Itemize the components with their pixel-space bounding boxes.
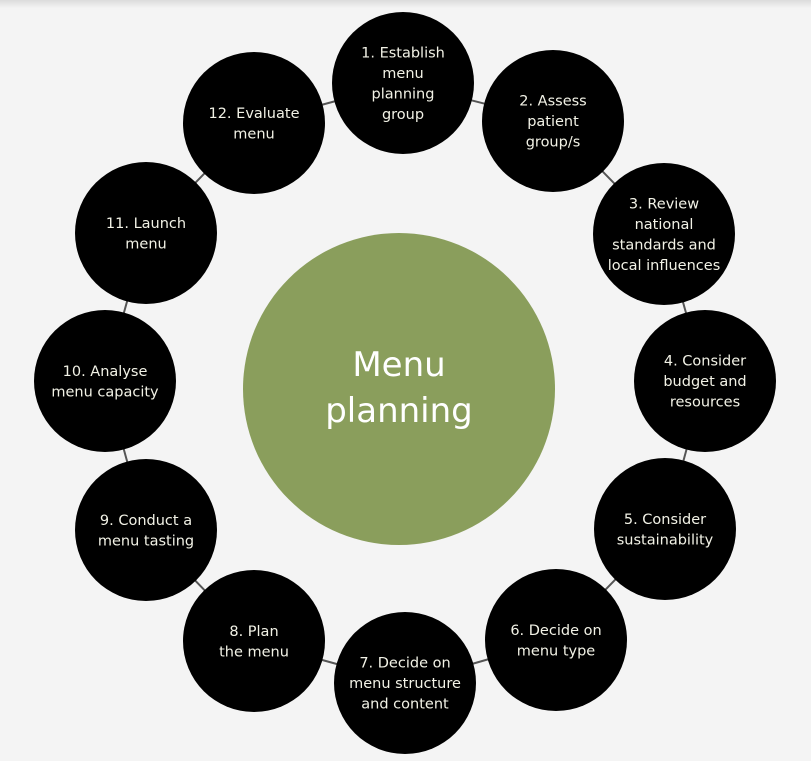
step-label: and content bbox=[361, 697, 449, 713]
step-circle bbox=[485, 569, 627, 711]
step-circle bbox=[593, 163, 735, 305]
connector-line bbox=[471, 657, 490, 666]
step-label: 8. Plan bbox=[229, 624, 278, 640]
step-label: national bbox=[635, 217, 694, 233]
connector-line bbox=[320, 658, 339, 666]
top-shade bbox=[0, 0, 811, 8]
step-node-12: 12. Evaluate menu bbox=[183, 52, 325, 194]
step-label: 10. Analyse bbox=[63, 364, 148, 380]
connector-line bbox=[122, 447, 129, 464]
connector-line bbox=[122, 299, 129, 315]
step-node-9: 9. Conduct a menu tasting bbox=[75, 459, 217, 601]
step-node-11: 11. Launch menu bbox=[75, 162, 217, 304]
connector-line bbox=[193, 578, 207, 593]
step-node-4: 4. Consider budget and resources bbox=[634, 310, 776, 452]
step-label: patient bbox=[527, 114, 579, 130]
step-node-5: 5. Consider sustainability bbox=[594, 458, 736, 600]
step-label: menu structure bbox=[349, 676, 461, 692]
step-circle bbox=[482, 50, 624, 192]
step-circle bbox=[75, 162, 217, 304]
connector-line bbox=[603, 577, 618, 592]
step-circle bbox=[594, 458, 736, 600]
connector-line bbox=[193, 171, 207, 185]
step-label: 1. Establish bbox=[361, 45, 445, 61]
step-node-7: 7. Decide on menu structure and content bbox=[334, 612, 476, 754]
step-node-6: 6. Decide on menu type bbox=[485, 569, 627, 711]
step-label: menu tasting bbox=[98, 533, 194, 549]
center-circle bbox=[243, 233, 555, 545]
center-label: planning bbox=[325, 391, 473, 431]
step-label: menu type bbox=[517, 643, 596, 659]
connector-line bbox=[320, 99, 337, 107]
connector-line bbox=[469, 98, 487, 106]
step-label: 11. Launch bbox=[106, 216, 186, 232]
connector-line bbox=[682, 447, 688, 463]
step-circle bbox=[183, 52, 325, 194]
step-node-8: 8. Plan the menu bbox=[183, 570, 325, 712]
step-label: local influences bbox=[608, 258, 721, 274]
step-circle bbox=[75, 459, 217, 601]
step-label: 5. Consider bbox=[624, 512, 706, 528]
step-label: menu bbox=[233, 126, 274, 142]
step-node-3: 3. Review national standards and local infl… bbox=[593, 163, 735, 305]
step-label: menu bbox=[382, 66, 423, 82]
center-node: Menu planning bbox=[243, 233, 555, 545]
center-label: Menu bbox=[352, 345, 445, 385]
step-node-10: 10. Analyse menu capacity bbox=[34, 310, 176, 452]
step-label: 6. Decide on bbox=[510, 623, 601, 639]
step-circle bbox=[183, 570, 325, 712]
step-node-1: 1. Establish menu planning group bbox=[332, 12, 474, 154]
step-label: 3. Review bbox=[629, 196, 699, 212]
step-circle bbox=[634, 310, 776, 452]
step-label: 9. Conduct a bbox=[100, 513, 192, 529]
step-label: sustainability bbox=[617, 532, 714, 548]
step-label: 4. Consider bbox=[664, 354, 746, 370]
step-label: 12. Evaluate bbox=[208, 106, 299, 122]
step-label: 2. Assess bbox=[519, 94, 587, 110]
step-label: group bbox=[382, 107, 424, 123]
step-label: menu capacity bbox=[51, 384, 159, 400]
step-label: standards and bbox=[612, 237, 716, 253]
step-circle bbox=[334, 612, 476, 754]
step-label: planning bbox=[372, 86, 435, 102]
connector-line bbox=[600, 169, 617, 186]
step-node-2: 2. Assess patient group/s bbox=[482, 50, 624, 192]
step-label: group/s bbox=[526, 135, 581, 151]
step-circle bbox=[34, 310, 176, 452]
step-label: the menu bbox=[219, 644, 289, 660]
step-label: 7. Decide on bbox=[359, 656, 450, 672]
step-label: budget and bbox=[663, 374, 746, 390]
connector-line bbox=[681, 300, 688, 315]
step-circle bbox=[332, 12, 474, 154]
step-label: resources bbox=[670, 395, 740, 411]
step-label: menu bbox=[125, 236, 166, 252]
